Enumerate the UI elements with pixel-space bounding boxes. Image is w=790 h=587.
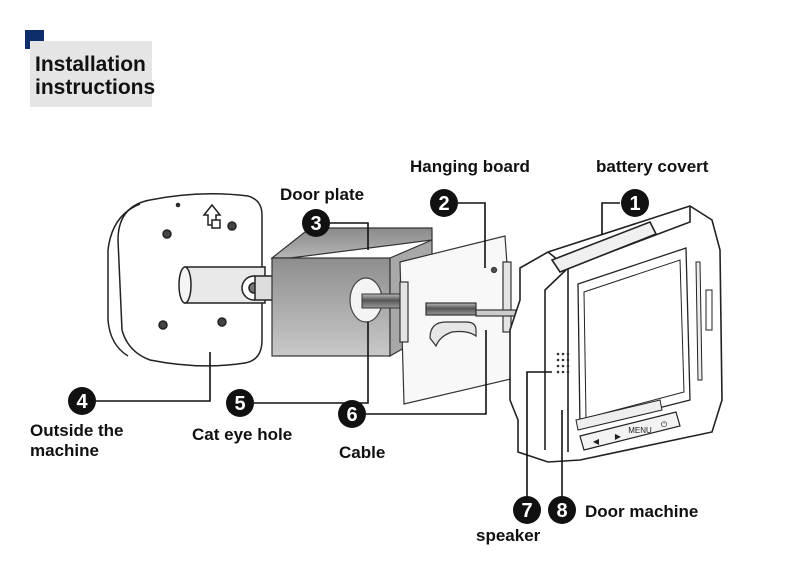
label-speaker: speaker (476, 526, 541, 545)
callout-number-5: 5 (234, 393, 245, 415)
label-cable: Cable (339, 443, 386, 462)
callout-badge-2: 2 (430, 189, 458, 217)
header-background (30, 41, 152, 107)
hanging-board (399, 235, 517, 405)
label-outside-machine: Outside the machine (30, 421, 124, 460)
callout-badge-3: 3 (302, 209, 330, 237)
callout-badge-5: 5 (226, 389, 254, 417)
outside-machine (107, 193, 274, 367)
device-button-menu: MENU (628, 426, 652, 435)
leader-lines (96, 202, 620, 506)
label-hanging-board: Hanging board (410, 157, 530, 176)
callout-number-8: 8 (556, 500, 567, 522)
callout-badge-4: 4 (68, 387, 96, 415)
callout-number-6: 6 (346, 404, 357, 426)
callout-badge-1: 1 (621, 189, 649, 217)
device-button-right: ▶ (615, 432, 622, 441)
callout-badge-7: 7 (513, 496, 541, 524)
door-machine (509, 205, 723, 463)
label-door-machine: Door machine (585, 502, 699, 521)
callout-badge-6: 6 (338, 400, 366, 428)
device-button-power: ⏻ (661, 420, 668, 429)
page-title: Installation instructions (35, 53, 156, 99)
label-battery-cover: battery covert (596, 157, 709, 176)
callout-number-3: 3 (310, 213, 321, 235)
callout-number-2: 2 (438, 193, 449, 215)
callout-badges: 1 2 3 4 5 6 7 8 (68, 189, 649, 524)
callout-badge-8: 8 (548, 496, 576, 524)
label-cat-eye-hole: Cat eye hole (192, 425, 293, 444)
label-door-plate: Door plate (280, 185, 365, 204)
device-button-labels: ◀ ▶ MENU ⏻ (593, 420, 668, 446)
callout-number-4: 4 (76, 391, 88, 413)
callout-number-7: 7 (521, 500, 532, 522)
device-button-left: ◀ (593, 437, 600, 446)
callout-number-1: 1 (629, 193, 640, 215)
